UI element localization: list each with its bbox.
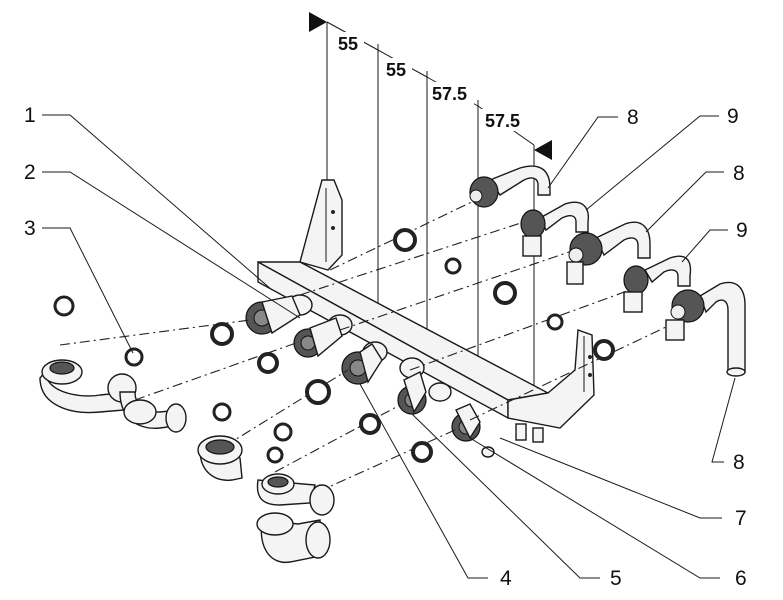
axis-lines (59, 197, 686, 501)
right-pipes (469, 165, 746, 377)
washer (444, 257, 462, 275)
dimension-arrow-right-icon (534, 140, 552, 160)
washer (212, 402, 232, 422)
washer (546, 313, 564, 331)
dimension-label: 55 (386, 60, 406, 80)
callout-8: 8 (733, 451, 745, 474)
washer (53, 295, 75, 317)
mounting-bracket (257, 179, 595, 443)
callout-2: 2 (24, 161, 36, 184)
callout-7: 7 (735, 507, 747, 530)
callout-4: 4 (500, 567, 512, 590)
dimension-label: 57.5 (432, 84, 467, 104)
leader-lines (42, 114, 736, 579)
callout-9: 9 (727, 105, 739, 128)
callout-6: 6 (735, 567, 747, 590)
dimension-line: 55 55 57.5 57.5 (309, 12, 552, 385)
washer (305, 379, 331, 405)
dimension-label: 57.5 (485, 111, 520, 131)
callout-1: 1 (24, 104, 36, 127)
valve-fittings (245, 294, 495, 458)
washer (359, 413, 381, 435)
callout-3: 3 (24, 217, 36, 240)
washers (53, 228, 615, 464)
washer (257, 352, 279, 374)
washer (273, 422, 293, 442)
callout-5: 5 (610, 567, 622, 590)
callout-labels: 1 2 3 4 5 6 7 8 9 8 9 8 (24, 104, 748, 590)
washer (266, 446, 284, 464)
callout-8: 8 (733, 162, 745, 185)
washer (411, 441, 433, 463)
washer (210, 322, 234, 346)
dimension-arrow-left-icon (309, 12, 327, 32)
washer (393, 228, 417, 252)
left-pipe-fittings (39, 359, 335, 564)
washer (593, 339, 615, 361)
dimension-label: 55 (338, 34, 358, 54)
callout-9: 9 (736, 219, 748, 242)
callout-8: 8 (627, 106, 639, 129)
washer (493, 281, 517, 305)
washer (124, 347, 144, 367)
